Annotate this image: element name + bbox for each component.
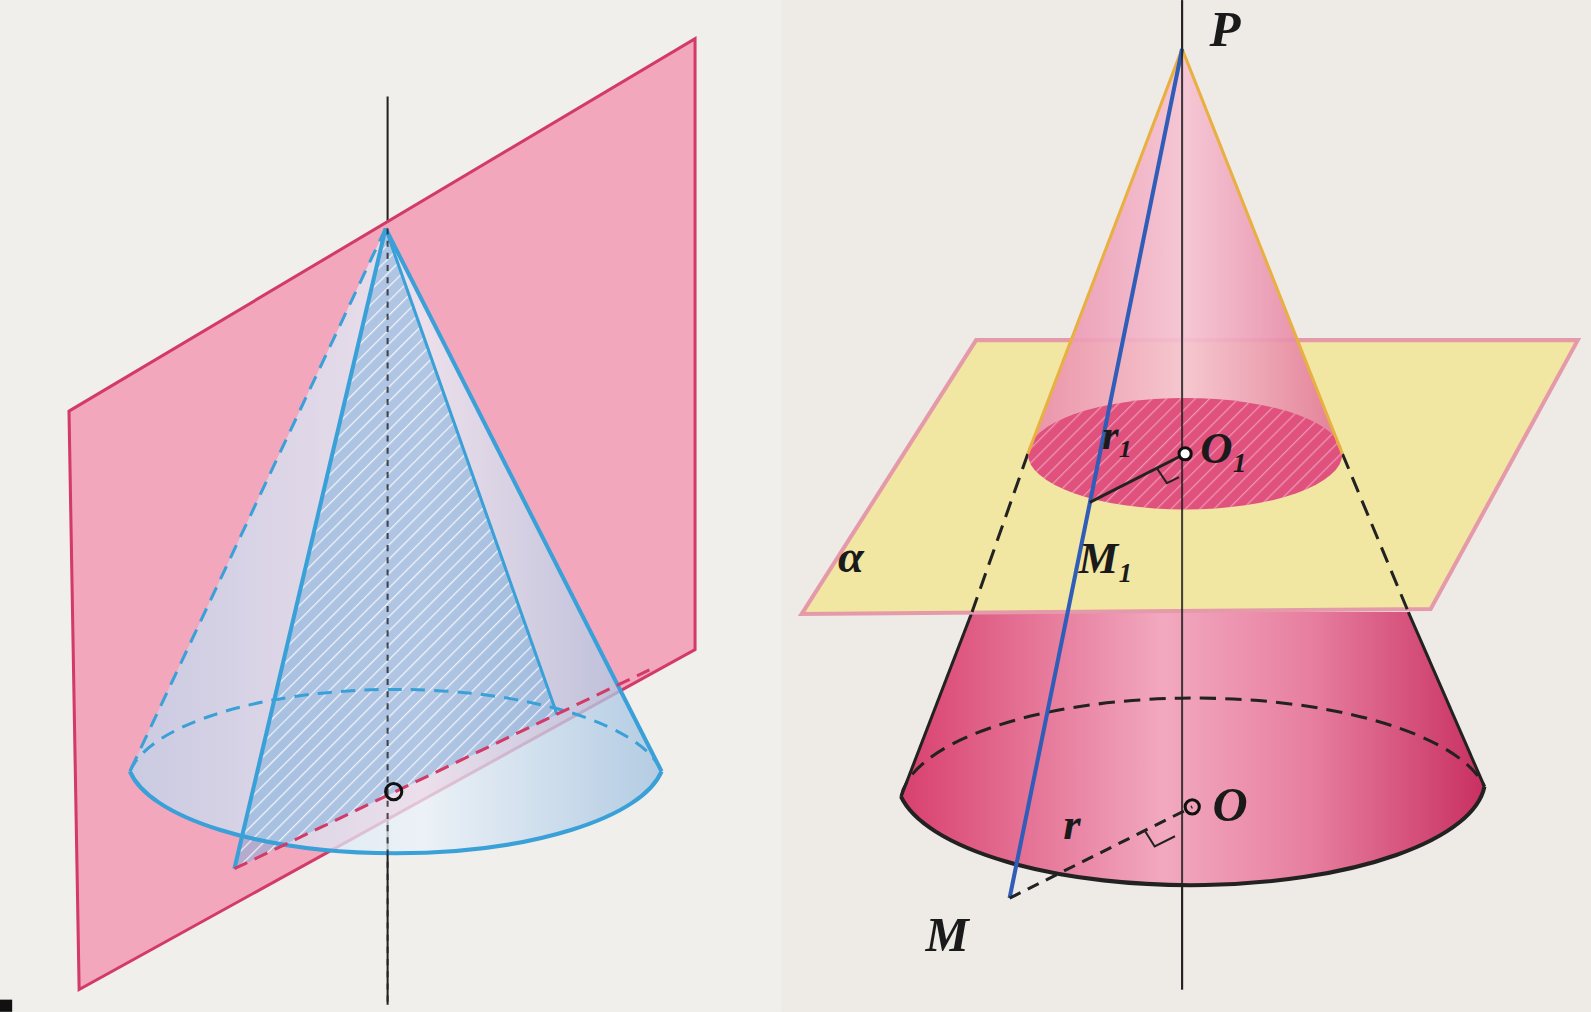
vertex-label: P <box>1209 4 1240 55</box>
point-label: M <box>925 911 968 960</box>
center-label: O <box>1213 781 1248 830</box>
radius-label: r <box>1063 802 1080 847</box>
radius-label: r₁ <box>1102 414 1133 457</box>
point-label: M₁ <box>1079 536 1134 581</box>
center-label: O₁ <box>1200 426 1248 471</box>
plane-label: α <box>838 533 864 580</box>
